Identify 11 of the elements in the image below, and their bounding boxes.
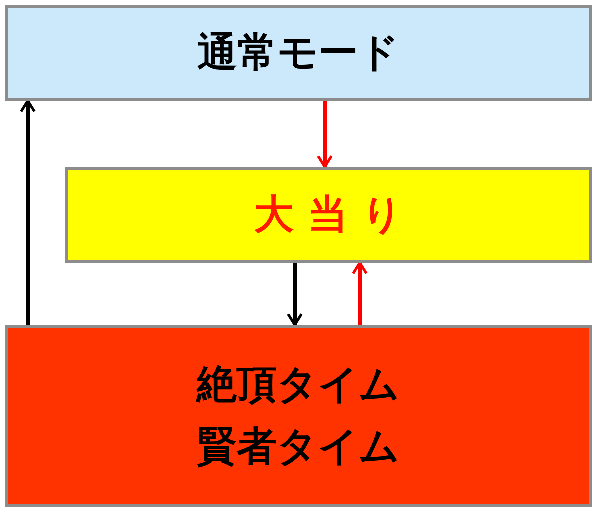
arrow bbox=[317, 101, 333, 168]
arrow bbox=[352, 262, 368, 325]
mode-box bbox=[5, 5, 592, 101]
box-label: 賢者タイム bbox=[197, 423, 400, 472]
box-label: 大 当 り bbox=[254, 191, 403, 240]
arrow bbox=[287, 263, 303, 326]
arrow bbox=[20, 100, 36, 325]
jackpot-box bbox=[65, 167, 592, 263]
box-label: 絶頂タイム bbox=[197, 361, 400, 410]
box-label: 通常モード bbox=[198, 29, 400, 78]
time-box bbox=[5, 325, 592, 507]
